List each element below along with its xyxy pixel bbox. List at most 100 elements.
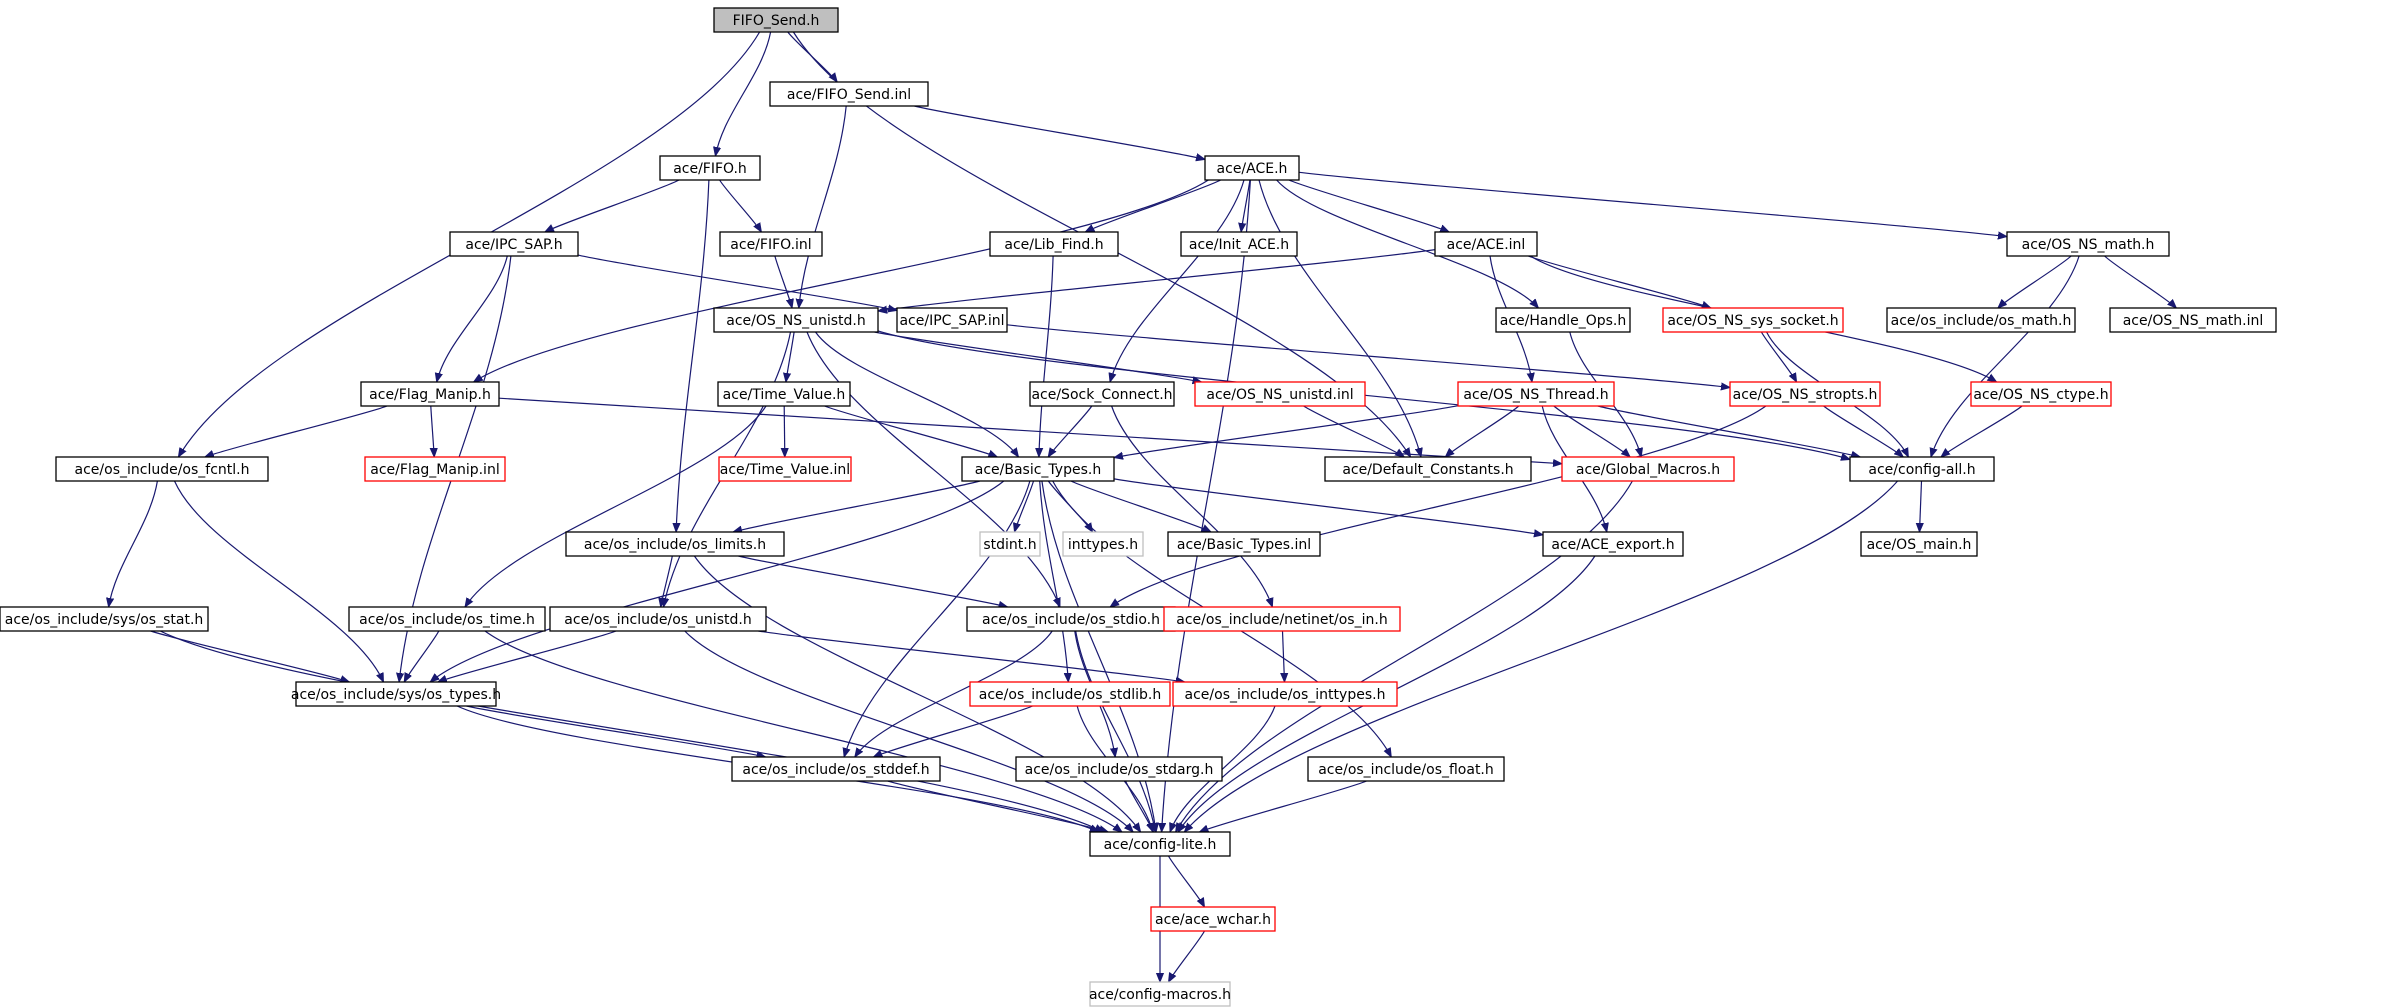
node-os_include_os_float_h[interactable]: ace/os_include/os_float.h bbox=[1307, 756, 1505, 782]
node-fifo_send_inl[interactable]: ace/FIFO_Send.inl bbox=[769, 81, 929, 107]
node-box-ace_h bbox=[1204, 155, 1300, 181]
node-ace_wchar_h[interactable]: ace/ace_wchar.h bbox=[1150, 906, 1276, 932]
node-os_ns_math_h[interactable]: ace/OS_NS_math.h bbox=[2006, 231, 2170, 257]
node-flag_manip_h[interactable]: ace/Flag_Manip.h bbox=[360, 381, 500, 407]
edge-ace_inl-to-os_ns_unistd_h bbox=[878, 249, 1436, 311]
node-init_ace_h[interactable]: ace/Init_ACE.h bbox=[1180, 231, 1298, 257]
node-ipc_sap_inl[interactable]: ace/IPC_SAP.inl bbox=[896, 307, 1008, 333]
node-label-os_include_os_math_h: ace/os_include/os_math.h bbox=[1891, 313, 2072, 329]
node-fifo_inl[interactable]: ace/FIFO.inl bbox=[719, 231, 823, 257]
node-box-os_ns_unistd_h bbox=[713, 307, 879, 333]
node-box-os_ns_math_inl bbox=[2109, 307, 2277, 333]
node-os_include_os_stddef_h[interactable]: ace/os_include/os_stddef.h bbox=[731, 756, 941, 782]
node-box-fifo_send_h bbox=[713, 7, 839, 33]
node-os_include_os_stdarg_h[interactable]: ace/os_include/os_stdarg.h bbox=[1015, 756, 1223, 782]
node-label-config_all_h: ace/config-all.h bbox=[1868, 462, 1975, 478]
edge-ace_h-to-flag_manip_h bbox=[474, 179, 1209, 382]
node-ipc_sap_h[interactable]: ace/IPC_SAP.h bbox=[449, 231, 579, 257]
node-fifo_h[interactable]: ace/FIFO.h bbox=[659, 155, 761, 181]
node-box-lib_find_h bbox=[989, 231, 1119, 257]
node-box-ace_wchar_h bbox=[1150, 906, 1276, 932]
node-os_include_os_stdlib_h[interactable]: ace/os_include/os_stdlib.h bbox=[969, 681, 1171, 707]
node-box-flag_manip_inl bbox=[364, 456, 506, 482]
node-box-os_ns_stropts_h bbox=[1729, 381, 1881, 407]
node-ace_export_h[interactable]: ace/ACE_export.h bbox=[1542, 531, 1684, 557]
edge-os_ns_unistd_h-to-os_include_os_stdio_h bbox=[806, 331, 1061, 607]
node-os_main_h[interactable]: ace/OS_main.h bbox=[1860, 531, 1978, 557]
node-label-default_constants_h: ace/Default_Constants.h bbox=[1342, 462, 1513, 478]
edge-os_include_os_stdlib_h-to-os_include_os_stddef_h bbox=[873, 705, 1033, 758]
node-basic_types_inl[interactable]: ace/Basic_Types.inl bbox=[1167, 531, 1321, 557]
node-basic_types_h[interactable]: ace/Basic_Types.h bbox=[961, 456, 1115, 482]
node-box-os_include_os_stdlib_h bbox=[969, 681, 1171, 707]
node-os_include_os_stdio_h[interactable]: ace/os_include/os_stdio.h bbox=[966, 606, 1176, 632]
edge-os_ns_unistd_h-to-time_value_h bbox=[786, 331, 795, 382]
node-os_include_os_math_h[interactable]: ace/os_include/os_math.h bbox=[1886, 307, 2076, 333]
node-os_include_os_fcntl_h[interactable]: ace/os_include/os_fcntl.h bbox=[55, 456, 269, 482]
node-box-os_ns_math_h bbox=[2006, 231, 2170, 257]
node-lib_find_h[interactable]: ace/Lib_Find.h bbox=[989, 231, 1119, 257]
node-label-basic_types_inl: ace/Basic_Types.inl bbox=[1177, 537, 1311, 553]
edge-os_include_sys_os_stat_h-to-config_lite_h bbox=[160, 630, 1103, 832]
node-os_include_sys_os_stat_h[interactable]: ace/os_include/sys/os_stat.h bbox=[0, 606, 209, 632]
node-os_include_sys_os_types_h[interactable]: ace/os_include/sys/os_types.h bbox=[291, 681, 501, 707]
edge-os_include_sys_os_types_h-to-os_include_os_stddef_h bbox=[466, 705, 765, 757]
node-config_lite_h[interactable]: ace/config-lite.h bbox=[1089, 831, 1231, 857]
edge-basic_types_h-to-config_lite_h bbox=[1041, 480, 1156, 832]
node-default_constants_h[interactable]: ace/Default_Constants.h bbox=[1324, 456, 1532, 482]
node-sock_connect_h[interactable]: ace/Sock_Connect.h bbox=[1029, 381, 1175, 407]
node-time_value_h[interactable]: ace/Time_Value.h bbox=[717, 381, 851, 407]
edge-os_ns_stropts_h-to-config_all_h bbox=[1823, 405, 1904, 457]
node-config_macros_h[interactable]: ace/config-macros.h bbox=[1089, 981, 1231, 1007]
node-os_include_os_time_h[interactable]: ace/os_include/os_time.h bbox=[348, 606, 546, 632]
node-global_macros_h[interactable]: ace/Global_Macros.h bbox=[1561, 456, 1735, 482]
node-inttypes_h[interactable]: inttypes.h bbox=[1062, 531, 1144, 557]
node-label-fifo_h: ace/FIFO.h bbox=[673, 161, 747, 177]
node-handle_ops_h[interactable]: ace/Handle_Ops.h bbox=[1495, 307, 1631, 333]
edge-basic_types_h-to-os_include_os_stdlib_h bbox=[1039, 480, 1069, 682]
node-os_ns_unistd_inl[interactable]: ace/OS_NS_unistd.inl bbox=[1194, 381, 1366, 407]
edge-os_ns_unistd_inl-to-default_constants_h bbox=[1303, 405, 1405, 457]
node-box-time_value_h bbox=[717, 381, 851, 407]
node-os_ns_sys_socket_h[interactable]: ace/OS_NS_sys_socket.h bbox=[1662, 307, 1844, 333]
node-box-os_include_os_stdio_h bbox=[966, 606, 1176, 632]
edge-os_ns_thread_h-to-basic_types_h bbox=[1114, 405, 1459, 458]
node-os_ns_stropts_h[interactable]: ace/OS_NS_stropts.h bbox=[1729, 381, 1881, 407]
node-os_ns_unistd_h[interactable]: ace/OS_NS_unistd.h bbox=[713, 307, 879, 333]
node-label-os_include_os_stdio_h: ace/os_include/os_stdio.h bbox=[982, 612, 1160, 628]
edge-fifo_h-to-fifo_inl bbox=[719, 179, 762, 232]
edge-os_ns_unistd_h-to-basic_types_h bbox=[815, 331, 1019, 457]
node-ace_inl[interactable]: ace/ACE.inl bbox=[1434, 231, 1538, 257]
edge-basic_types_h-to-os_include_os_stddef_h bbox=[844, 480, 1031, 757]
edge-os_ns_math_h-to-os_include_os_math_h bbox=[1998, 255, 2072, 308]
edge-flag_manip_h-to-flag_manip_inl bbox=[431, 405, 434, 457]
node-flag_manip_inl[interactable]: ace/Flag_Manip.inl bbox=[364, 456, 506, 482]
node-box-os_include_os_stdarg_h bbox=[1015, 756, 1223, 782]
node-os_ns_thread_h[interactable]: ace/OS_NS_Thread.h bbox=[1457, 381, 1615, 407]
node-os_ns_ctype_h[interactable]: ace/OS_NS_ctype.h bbox=[1970, 381, 2112, 407]
node-config_all_h[interactable]: ace/config-all.h bbox=[1849, 456, 1995, 482]
node-label-inttypes_h: inttypes.h bbox=[1068, 537, 1138, 553]
edge-os_ns_thread_h-to-config_all_h bbox=[1597, 405, 1860, 457]
node-label-os_include_os_stdlib_h: ace/os_include/os_stdlib.h bbox=[979, 687, 1161, 703]
node-os_include_os_unistd_h[interactable]: ace/os_include/os_unistd.h bbox=[549, 606, 767, 632]
edge-config_lite_h-to-ace_wchar_h bbox=[1167, 855, 1205, 907]
node-label-ipc_sap_h: ace/IPC_SAP.h bbox=[465, 237, 562, 253]
node-label-ipc_sap_inl: ace/IPC_SAP.inl bbox=[899, 313, 1004, 329]
node-fifo_send_h[interactable]: FIFO_Send.h bbox=[713, 7, 839, 33]
node-os_include_os_limits_h[interactable]: ace/os_include/os_limits.h bbox=[565, 531, 785, 557]
edge-os_include_os_fcntl_h-to-os_include_sys_os_types_h bbox=[173, 480, 385, 682]
node-stdint_h[interactable]: stdint.h bbox=[979, 531, 1041, 557]
node-os_include_os_inttypes_h[interactable]: ace/os_include/os_inttypes.h bbox=[1172, 681, 1398, 707]
node-label-os_ns_stropts_h: ace/OS_NS_stropts.h bbox=[1733, 387, 1878, 403]
node-os_include_netinet_os_in_h[interactable]: ace/os_include/netinet/os_in.h bbox=[1163, 606, 1401, 632]
edge-os_include_os_limits_h-to-os_include_os_unistd_h bbox=[661, 555, 673, 607]
node-label-ace_export_h: ace/ACE_export.h bbox=[1551, 537, 1674, 553]
node-label-ace_wchar_h: ace/ace_wchar.h bbox=[1155, 912, 1271, 928]
edge-fifo_inl-to-os_ns_unistd_h bbox=[774, 255, 792, 308]
node-box-global_macros_h bbox=[1561, 456, 1735, 482]
node-os_ns_math_inl[interactable]: ace/OS_NS_math.inl bbox=[2109, 307, 2277, 333]
node-ace_h[interactable]: ace/ACE.h bbox=[1204, 155, 1300, 181]
node-time_value_inl[interactable]: ace/Time_Value.inl bbox=[718, 456, 852, 482]
node-box-config_macros_h bbox=[1089, 981, 1231, 1007]
